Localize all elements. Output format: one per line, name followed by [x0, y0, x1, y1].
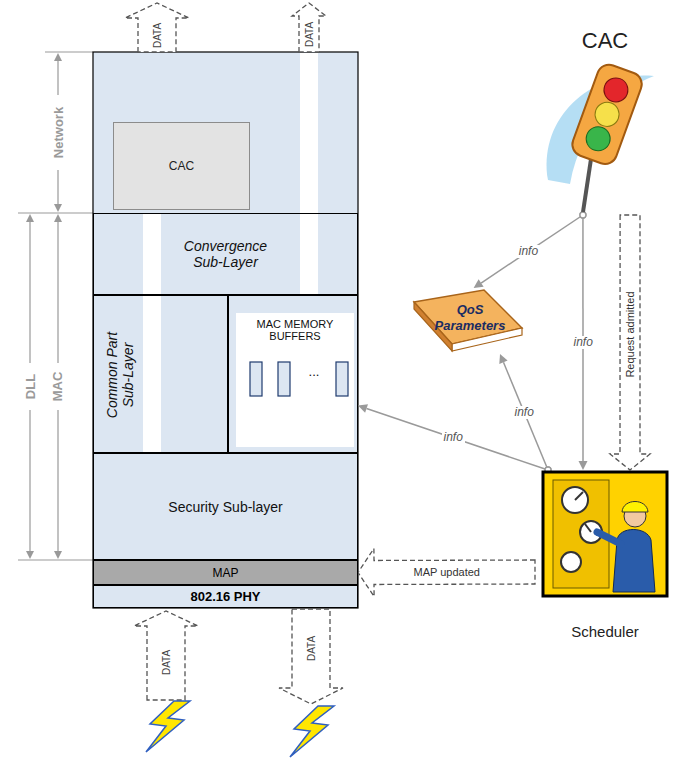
drawing-part [290, 706, 334, 757]
node-text: MAC MEMORY BUFFERS [239, 318, 351, 342]
node-text: 802.16 PHY [190, 589, 260, 604]
drawing-part [18, 559, 93, 560]
drawing-part [29, 410, 30, 554]
drawing-part [146, 701, 334, 757]
node-text: ... [304, 364, 324, 379]
scheduler-icon: Scheduler [535, 470, 675, 640]
drawing-part [18, 52, 93, 560]
connector-line [481, 215, 583, 283]
drawing-part [18, 212, 93, 213]
drawing-part [336, 362, 348, 396]
drawing-part [292, 3, 326, 52]
drawing-part [613, 530, 655, 593]
drawing-part [543, 472, 667, 596]
drawing-part [57, 219, 58, 363]
drawing-part [26, 214, 34, 222]
node-text: MAP [212, 566, 238, 580]
edge-label: info [517, 245, 540, 258]
wide-arrow [358, 549, 535, 597]
qos-book: QoS Parameters [412, 288, 524, 354]
drawing-part [601, 75, 632, 106]
node-text: Scheduler [571, 623, 639, 640]
drawing-part [592, 99, 623, 130]
connector [358, 404, 551, 473]
drawing-part [278, 362, 290, 396]
scheduler-icon-drawing [535, 470, 675, 600]
drawing-part [575, 492, 583, 500]
buffer-band: MAC MEMORY BUFFERS... [228, 295, 358, 453]
drawing-part [562, 487, 588, 513]
drawing-part [622, 502, 648, 513]
drawing-part [146, 701, 190, 752]
arrowhead [579, 461, 588, 470]
data-arrow-label: DATA [306, 635, 317, 660]
connector [499, 354, 551, 473]
drawing-part [585, 524, 591, 532]
connector [474, 212, 586, 288]
traffic-light-icon [530, 58, 680, 215]
node-text: Common Part Sub-Layer [104, 320, 136, 430]
drawing-part [250, 362, 262, 396]
edge-label: info [571, 336, 594, 349]
drawing-part [125, 3, 343, 704]
layer-band: Common Part Sub-Layer [93, 295, 228, 453]
data-arrow-label: DATA [161, 649, 172, 674]
layer-band: Convergence Sub-Layer [93, 213, 358, 295]
drawing-part [279, 609, 343, 704]
drawing-part [54, 53, 62, 61]
cac-box: CAC [113, 122, 250, 210]
drawing-part [561, 552, 581, 572]
drawing-part [26, 551, 34, 559]
drawing-part [57, 170, 58, 207]
drawing-part [143, 214, 161, 452]
node-text: Security Sub-layer [168, 499, 282, 515]
connector-line [503, 362, 548, 470]
drawing-part [54, 214, 62, 222]
drawing-part [236, 313, 354, 447]
layer-band: Security Sub-layer [93, 453, 358, 560]
connector [610, 215, 650, 470]
arrowhead [358, 404, 368, 413]
drawing-part [300, 53, 318, 294]
drawing-part [54, 204, 62, 212]
edge-label: Request admitted [624, 290, 637, 380]
connector [358, 549, 535, 597]
drawing-part [93, 52, 358, 608]
drawing-part [569, 61, 645, 167]
drawing-part [583, 159, 591, 212]
drawing-part [93, 560, 358, 585]
map-band: MAP [93, 560, 358, 585]
layer-group-label: Network [51, 106, 66, 157]
drawing-part [57, 58, 58, 95]
drawing-part [54, 551, 62, 559]
layer-group-label: MAC [50, 371, 65, 401]
drawing-part [45, 51, 93, 52]
drawing-part [583, 123, 614, 154]
arrowhead [499, 354, 507, 364]
drawing-part [597, 532, 621, 544]
phy-band: 802.16 PHY [93, 585, 358, 608]
node-text: Convergence Sub-Layer [171, 238, 281, 270]
node-text: CAC [582, 28, 628, 54]
cac-icon: CAC [530, 28, 680, 215]
node-text: CAC [169, 159, 194, 173]
data-arrow-label: DATA [304, 21, 315, 46]
arrowhead [474, 279, 484, 288]
edge-label: info [513, 406, 536, 419]
connector-origin [580, 212, 586, 218]
layer-group-label: DLL [23, 373, 38, 398]
drawing-part [125, 3, 189, 52]
drawing-part [29, 219, 30, 363]
node-text: QoS Parameters [426, 302, 514, 334]
drawing-part [134, 611, 198, 700]
edge-label: info [442, 431, 465, 444]
drawing-part [57, 410, 58, 554]
wide-arrow [610, 215, 650, 470]
drawing-part [569, 61, 645, 167]
edge-label: MAP updated [412, 566, 482, 579]
data-arrow-label: DATA [152, 22, 163, 47]
connector-origin [580, 212, 586, 218]
